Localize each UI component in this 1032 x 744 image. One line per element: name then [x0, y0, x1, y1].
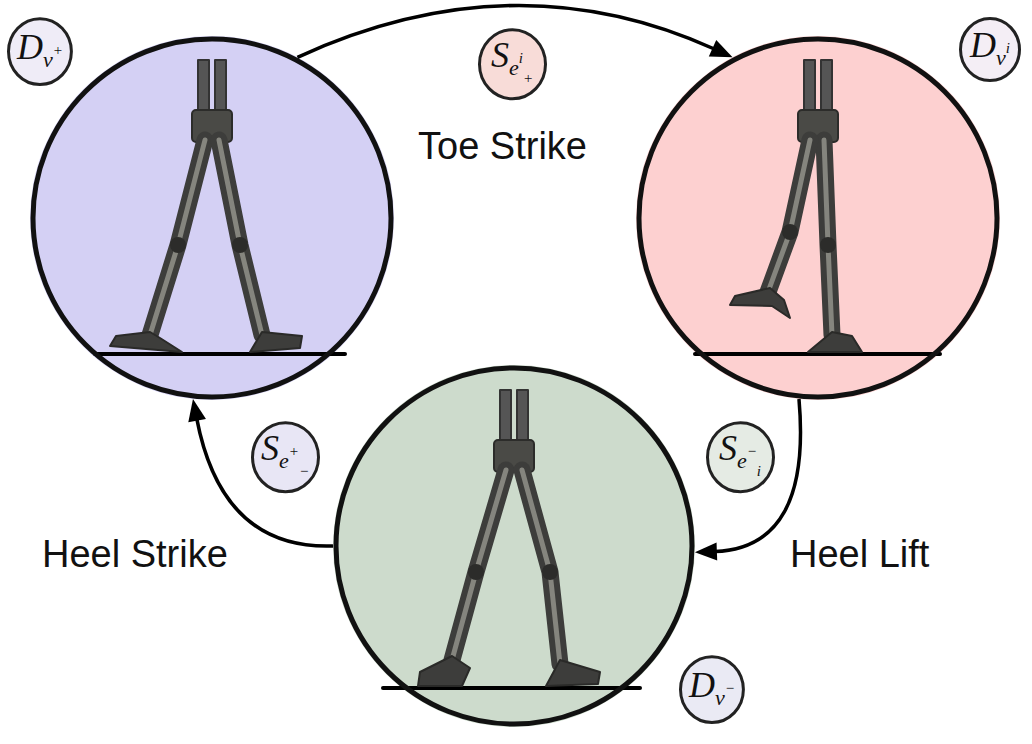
phase-circle: Dv− [333, 365, 695, 727]
symbol-part: S [261, 428, 279, 468]
symbol-part: e [509, 55, 519, 80]
symbol-part: S [491, 35, 509, 75]
phase-outline [333, 365, 695, 727]
domain-badge-shape [681, 657, 744, 723]
state-symbol: Se+− [261, 430, 309, 479]
phase-outline-shape [33, 39, 391, 397]
transition-badge-shape [707, 422, 773, 491]
phase-circle: Dv+ [30, 36, 394, 400]
symbol-part: D [689, 665, 715, 705]
transition-circle: Sei+ [478, 28, 547, 100]
phase-fill [636, 36, 1000, 400]
domain-badge-shape [9, 19, 72, 85]
state-symbol: Dvi [970, 27, 1010, 69]
phase-circle: Dvi [636, 36, 1000, 400]
phase-outline-shape [336, 368, 692, 724]
symbol-part: + [53, 42, 63, 58]
symbol-part: D [970, 25, 996, 65]
symbol-part: S [719, 428, 737, 468]
transition-badge-shape [252, 422, 318, 491]
symbol-part: D [17, 27, 43, 67]
phase-outline-shape [639, 39, 997, 397]
symbol-part: + [523, 70, 533, 86]
state-symbol: Se−i [719, 430, 761, 479]
phase-fill [333, 365, 695, 727]
symbol-part: v [996, 45, 1006, 70]
symbol-part: − [725, 680, 735, 696]
transition-badge-shape [479, 29, 545, 98]
arrow-head [188, 399, 206, 422]
phase-outline [30, 36, 394, 400]
transition-label: Heel Strike [42, 534, 228, 576]
transition-circle: Se−i [706, 421, 775, 493]
symbol-part: − [299, 463, 309, 479]
state-symbol: Sei+ [491, 37, 533, 86]
symbol-part: i [757, 463, 761, 479]
symbol-part: v [715, 685, 725, 710]
symbol-part: v [43, 47, 53, 72]
symbol-part: + [289, 443, 299, 459]
symbol-part: e [279, 448, 289, 473]
phase-outline [636, 36, 1000, 400]
symbol-part: e [737, 448, 747, 473]
state-symbol: Dv− [689, 667, 735, 709]
state-symbol: Dv+ [17, 29, 63, 71]
transition-label: Toe Strike [418, 126, 587, 168]
transition-arrow [197, 419, 333, 546]
symbol-part: i [1006, 40, 1010, 56]
phase-fill [30, 36, 394, 400]
transition-circle: Se+− [251, 421, 320, 493]
domain-badge-shape [961, 19, 1020, 81]
symbol-part: − [747, 443, 757, 459]
arrow-head [695, 543, 717, 561]
arrow-head [709, 40, 733, 57]
symbol-part: i [519, 50, 523, 66]
transition-label: Heel Lift [790, 534, 929, 576]
